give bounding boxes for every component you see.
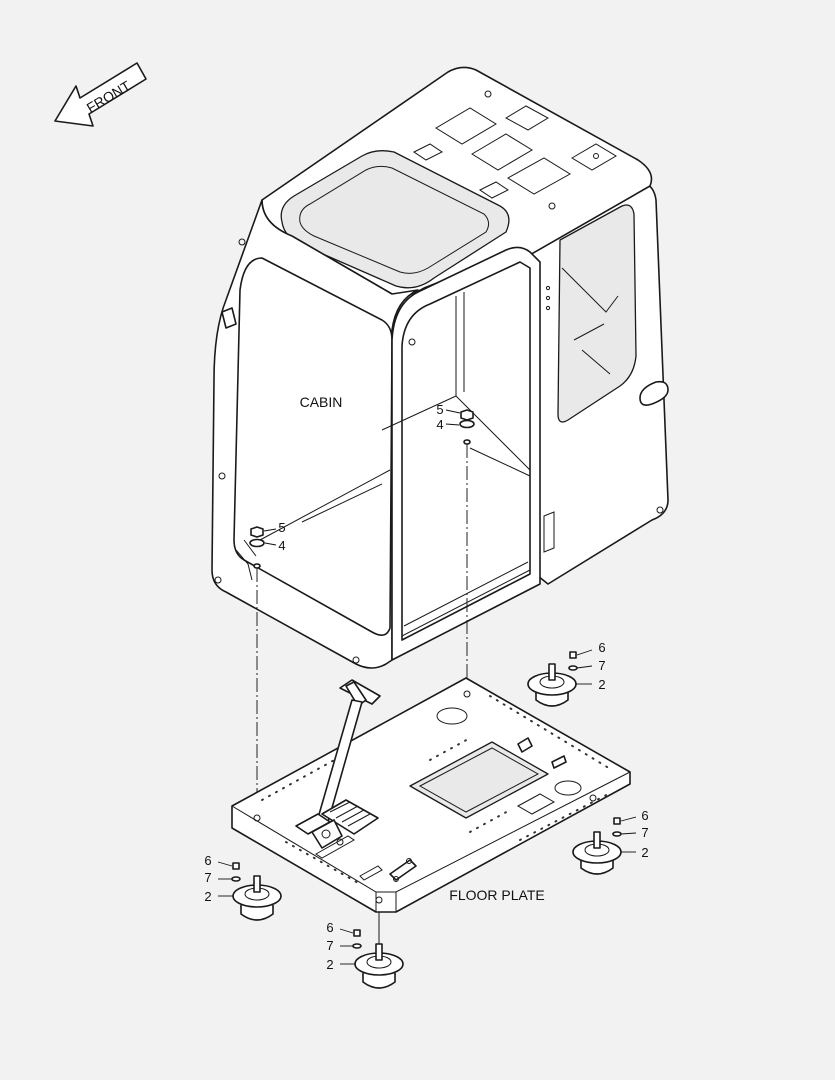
mount-front	[339, 912, 404, 989]
travel-lever-and-pedal	[295, 679, 381, 849]
callout-6-rear: 6	[598, 640, 605, 655]
callout-2-rear: 2	[598, 677, 605, 692]
side-handle	[639, 380, 669, 406]
floor-plate-label: FLOOR PLATE	[449, 887, 544, 903]
front-arrow: FRONT	[54, 62, 147, 127]
floor-hole	[436, 707, 468, 725]
floor-plate	[231, 677, 631, 913]
floor-opening	[409, 741, 549, 819]
callout-2-right: 2	[641, 845, 648, 860]
callout-7-front: 7	[326, 938, 333, 953]
callout-6-right: 6	[641, 808, 648, 823]
rear-side-window	[557, 204, 637, 423]
cabin	[211, 66, 669, 669]
callout-5-front: 5	[278, 520, 285, 535]
callout-7-right: 7	[641, 825, 648, 840]
door-opening	[401, 261, 531, 641]
floor-hole	[554, 780, 582, 796]
callout-2-left: 2	[204, 889, 211, 904]
callout-5-rear: 5	[436, 402, 443, 417]
callout-4-rear: 4	[436, 417, 443, 432]
cabin-rear-fasteners	[445, 409, 475, 445]
mount-left	[217, 861, 282, 921]
mount-right	[572, 816, 637, 875]
cabin-front-fasteners	[249, 526, 277, 569]
roof-panels	[413, 90, 617, 210]
callout-6-left: 6	[204, 853, 211, 868]
callout-7-left: 7	[204, 870, 211, 885]
cabin-label: CABIN	[300, 394, 343, 410]
callout-2-front: 2	[326, 957, 333, 972]
callout-7-rear: 7	[598, 658, 605, 673]
callout-6-front: 6	[326, 920, 333, 935]
callout-4-front: 4	[278, 538, 285, 553]
mount-rear	[527, 649, 593, 707]
front-window	[233, 257, 393, 636]
